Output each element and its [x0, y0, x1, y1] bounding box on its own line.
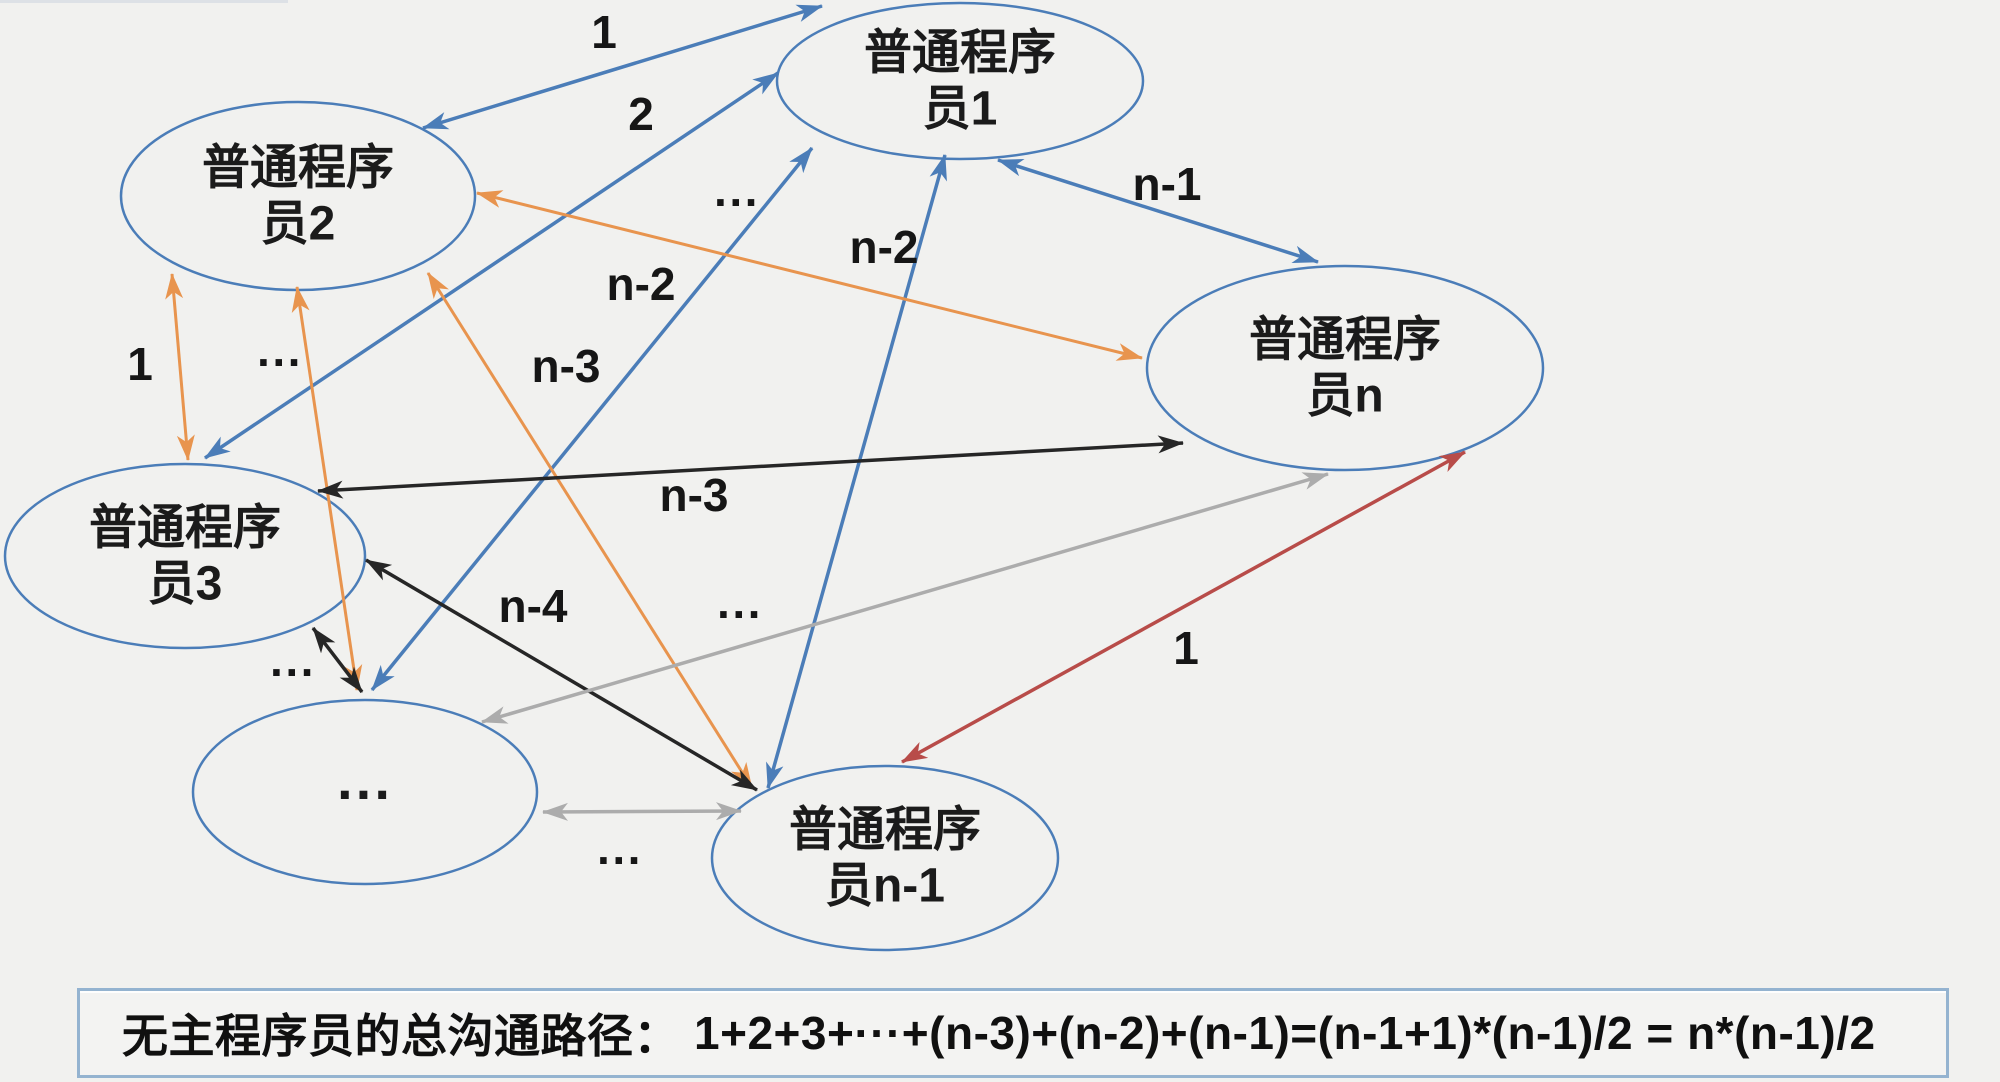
- edge-2-3-label: 1: [127, 338, 153, 390]
- edge-dots-n-label: ···: [717, 588, 763, 640]
- edge-2-3-line: [165, 273, 195, 461]
- edge-n1-n-label: 1: [1173, 622, 1199, 674]
- formula-prefix: 无主程序员的总沟通路径：: [122, 1010, 680, 1062]
- node-p3-label-1: 普通程序: [89, 502, 281, 555]
- node-p2-label-1: 普通程序: [202, 142, 394, 195]
- node-p1-label-2: 员1: [923, 83, 998, 136]
- edge-3-n-label: n-3: [660, 469, 729, 521]
- edge-1-n-label: n-1: [1133, 158, 1202, 210]
- edge-1-3-label: 2: [628, 88, 654, 140]
- node-pn-label-1: 普通程序: [1249, 314, 1441, 367]
- edge-1-n-line: [997, 158, 1319, 264]
- edge-1-dots-label: ···: [714, 176, 760, 228]
- top-left-edge-artifact: [0, 0, 288, 3]
- formula-box: 无主程序员的总沟通路径： 1+2+3+···+(n-3)+(n-2)+(n-1)…: [77, 988, 1949, 1078]
- node-p3-label-2: 员3: [148, 558, 223, 611]
- node-pn1-label-2: 员n-1: [825, 860, 945, 913]
- edge-3-dots-label: ···: [270, 646, 316, 698]
- formula-expression: 1+2+3+···+(n-3)+(n-2)+(n-1)=(n-1+1)*(n-1…: [694, 1007, 1876, 1059]
- node-p2-shape: [119, 100, 477, 292]
- node-p1-label-1: 普通程序: [864, 27, 1056, 80]
- node-pn-label-2: 员n: [1306, 370, 1383, 423]
- node-pdots-label: ···: [337, 763, 393, 826]
- edge-3-dots-line: [311, 626, 364, 694]
- edge-1-2-line: [422, 4, 823, 130]
- edge-3-n-line: [317, 435, 1184, 499]
- edge-2-n1-label: n-3: [532, 340, 601, 392]
- edge-2-n-label: n-2: [607, 258, 676, 310]
- edge-n1-n-line: [901, 450, 1466, 764]
- edge-2-dots-label: ···: [257, 336, 303, 388]
- node-pn1-label-1: 普通程序: [789, 804, 981, 857]
- edge-1-2-label: 1: [591, 6, 617, 58]
- node-pn-shape: [1145, 264, 1545, 472]
- edge-dots-n1-line: [542, 802, 742, 821]
- node-p2-label-2: 员2: [261, 198, 336, 251]
- edge-2-n-line: [476, 190, 1143, 361]
- node-pn1-shape: [710, 764, 1060, 952]
- edge-1-n1-label: n-2: [850, 221, 919, 273]
- edge-3-n1-label: n-4: [499, 580, 568, 632]
- node-p3-shape: [3, 462, 367, 650]
- edge-dots-n1-label: ···: [597, 834, 643, 886]
